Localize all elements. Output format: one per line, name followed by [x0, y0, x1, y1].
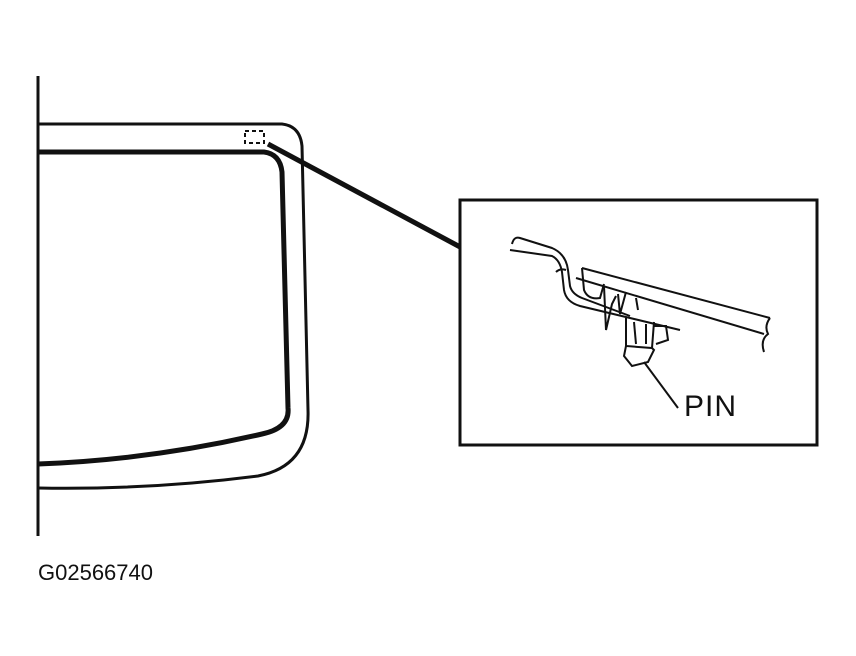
pin-label: PIN: [684, 390, 738, 423]
detail-glass-panel: [575, 267, 771, 353]
pin-icon: [622, 318, 670, 368]
pin-leader-line: [643, 361, 679, 409]
figure-id: G02566740: [38, 560, 153, 585]
glass-outer-outline: [37, 122, 310, 490]
glass-inner-outline: [37, 149, 291, 467]
detail-molding: [509, 236, 681, 331]
detail-box: [458, 198, 819, 447]
leader-line: [266, 141, 464, 251]
detail-clip-bracket: [581, 267, 639, 331]
clip-marker: [244, 130, 265, 144]
